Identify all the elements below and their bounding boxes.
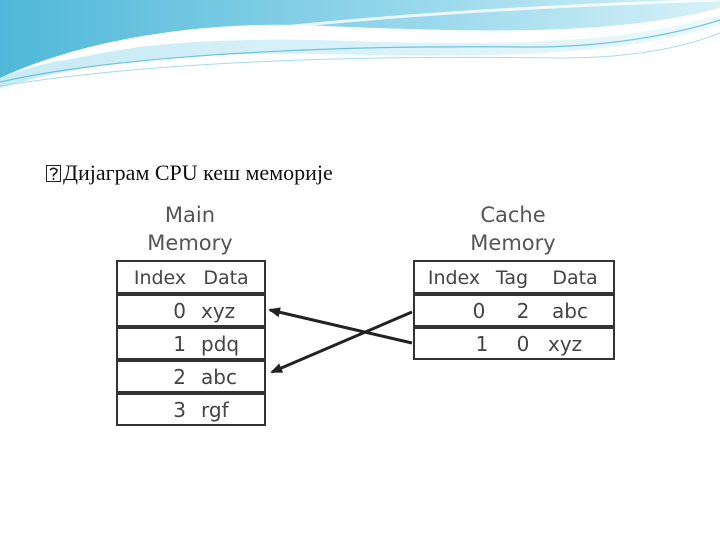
cache-header-index: Index [428, 267, 480, 289]
cache-memory-title-line2: Memory [470, 231, 555, 255]
main-row-1: 1 pdq [116, 327, 266, 360]
main-row-1-data: pdq [201, 332, 239, 356]
cache-row-1: 1 0 xyz [413, 327, 615, 360]
slide-bullet: Дијаграм CPU кеш меморије [46, 158, 333, 188]
cache-row-1-tag: 0 [517, 332, 530, 356]
arrow-cache0-to-main2 [270, 310, 413, 374]
main-row-3-index: 3 [173, 398, 186, 422]
main-row-3-data: rgf [201, 398, 230, 422]
cache-memory-title-line1: Cache [480, 203, 545, 227]
cache-row-1-index: 1 [476, 332, 489, 356]
main-header-row [116, 260, 266, 294]
main-header-data: Data [203, 267, 248, 289]
main-memory-title-line2: Memory [147, 231, 232, 255]
main-row-2-data: abc [201, 365, 237, 389]
main-row-2: 2 abc [116, 360, 266, 393]
main-row-2-index: 2 [173, 365, 186, 389]
main-row-3: 3 rgf [116, 393, 266, 426]
cache-header-row [413, 260, 615, 294]
main-row-0-index: 0 [173, 299, 186, 323]
cache-row-0: 0 2 abc [413, 294, 615, 327]
main-row-1-index: 1 [173, 332, 186, 356]
cache-memory-table: Index Tag Data 0 2 abc 1 0 xyz [413, 260, 615, 360]
main-header-index: Index [134, 267, 186, 289]
main-memory-table: Index Data 0 xyz 1 pdq 2 abc 3 rgf [116, 260, 266, 426]
main-row-0: 0 xyz [116, 294, 266, 327]
cache-row-0-tag: 2 [517, 299, 530, 323]
cache-header-tag: Tag [495, 267, 528, 289]
cache-header-data: Data [552, 267, 597, 289]
wave-banner [0, 0, 720, 88]
cache-row-0-data: abc [552, 299, 588, 323]
main-row-0-data: xyz [201, 299, 235, 323]
bullet-text: Дијаграм CPU кеш меморије [63, 160, 333, 185]
bullet-icon [46, 164, 61, 182]
main-memory-title-line1: Main [165, 203, 215, 227]
cache-row-0-index: 0 [473, 299, 486, 323]
arrow-cache1-to-main0 [268, 307, 413, 345]
cache-row-1-data: xyz [548, 332, 582, 356]
